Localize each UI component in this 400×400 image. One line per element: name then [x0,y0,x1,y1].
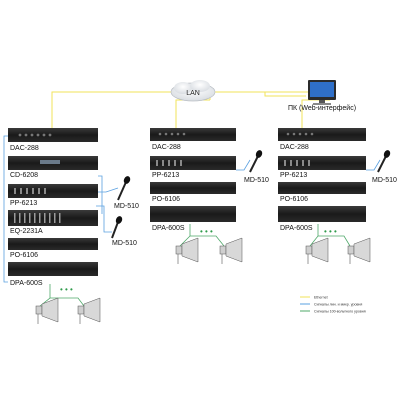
dac-288-unit [278,128,366,141]
legend-label: Сигналы 100-вольтного уровня [314,310,366,314]
lan-cloud-icon: LAN [170,80,216,102]
legend-label: Сигналы лин. и микр. уровня [314,303,362,307]
horn-speaker-icon [77,297,101,324]
mic-label: MD-510 [114,203,139,210]
device-label: PO-6106 [10,252,38,259]
more-dots: • • • [324,227,337,236]
po-6106-unit [150,182,236,194]
device-label: PO-6106 [152,196,180,203]
horn-speaker-icon [175,237,199,264]
rack-right: DAC-288 PP-6213 PO-6106 DPA-600S • • • M… [278,128,397,264]
dpa-600s-unit [8,262,98,276]
dac-288-unit [150,128,236,141]
device-label: PO-6106 [280,196,308,203]
mic-label: MD-510 [372,177,397,184]
pp-6213-unit [8,184,98,198]
pc-label: ПК (Web-интерфейс) [288,104,356,112]
rack-left: DAC-288 CD-6208 PP-6213 EQ-2231A PO-6106… [3,128,139,324]
microphone-icon [111,216,123,239]
mic-label: MD-510 [244,177,269,184]
po-6106-unit [278,182,366,194]
pp-6213-unit [150,156,236,170]
eq-2231a-unit [8,210,98,226]
mic-label: MD-510 [112,240,137,247]
device-label: PP-6213 [152,172,179,179]
po-6106-unit [8,238,98,250]
pp-6213-unit [278,156,366,170]
rack-middle: DAC-288 PP-6213 PO-6106 DPA-600S • • • M… [150,128,269,264]
device-label: EQ-2231A [10,228,43,235]
device-label: DPA-600S [152,225,185,232]
device-label: DPA-600S [280,225,313,232]
horn-speaker-icon [35,297,59,324]
dpa-600s-unit [150,206,236,222]
more-dots: • • • [200,227,213,236]
device-label: PP-6213 [10,200,37,207]
more-dots: • • • [60,285,73,294]
device-label: CD-6208 [10,172,38,179]
legend-label: Ethernet [314,296,328,300]
device-label: DAC-288 [10,145,39,152]
horn-speaker-icon [219,237,243,264]
lan-label: LAN [186,90,200,97]
dac-288-unit [8,128,98,142]
horn-speaker-icon [347,237,371,264]
pc-monitor-icon [308,80,336,105]
device-label: PP-6213 [280,172,307,179]
device-label: DAC-288 [152,144,181,151]
device-label: DAC-288 [280,144,309,151]
microphone-icon [117,176,131,201]
legend: Ethernet Сигналы лин. и микр. уровня Сиг… [300,296,366,314]
microphone-icon [377,150,391,173]
microphone-icon [249,150,263,173]
dpa-600s-unit [278,206,366,222]
horn-speaker-icon [305,237,329,264]
device-label: DPA-600S [10,280,43,287]
